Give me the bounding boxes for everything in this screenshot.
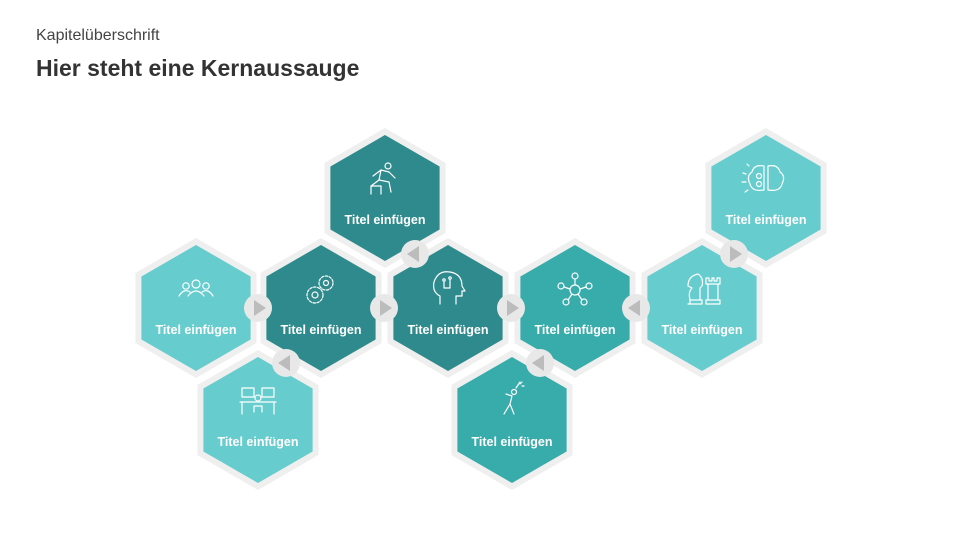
triangle-right-icon	[507, 300, 519, 316]
triangle-right-icon	[730, 246, 742, 262]
hexagon-title[interactable]: Titel einfügen	[344, 213, 425, 227]
arrow-connector-right	[244, 294, 272, 322]
triangle-right-icon	[380, 300, 392, 316]
triangle-left-icon	[278, 355, 290, 371]
ai-head-icon	[433, 271, 466, 305]
hexagon-fill	[141, 245, 251, 371]
gears-icon	[306, 275, 334, 304]
hurdle-runner-icon	[370, 162, 396, 195]
hexagon-workstation[interactable]: Titel einfügen	[197, 350, 319, 490]
hexagon-fill	[647, 245, 757, 371]
page-title: Hier steht eine Kernaussauge	[36, 55, 360, 81]
triangle-left-icon	[407, 246, 419, 262]
arrow-connector-right	[497, 294, 525, 322]
hexagon-fill	[266, 245, 376, 371]
triangle-left-icon	[628, 300, 640, 316]
hexagon-gears[interactable]: Titel einfügen	[260, 238, 382, 378]
hexagon-fill	[330, 135, 440, 261]
network-icon	[557, 272, 593, 306]
hexagon-title[interactable]: Titel einfügen	[407, 323, 488, 337]
reaching-person-icon	[503, 381, 525, 415]
arrow-connector-left	[401, 240, 429, 268]
chapter-heading: Kapitelüberschrift	[36, 27, 160, 44]
hexagon-fill	[203, 357, 313, 483]
hexagon-chess[interactable]: Titel einfügen	[641, 238, 763, 378]
hexagon-title[interactable]: Titel einfügen	[725, 213, 806, 227]
workstation-icon	[239, 387, 277, 415]
arrow-connector-left	[526, 349, 554, 377]
hexagon-fill	[393, 245, 503, 371]
triangle-left-icon	[532, 355, 544, 371]
hexagon-title[interactable]: Titel einfügen	[280, 323, 361, 337]
arrow-connector-right	[720, 240, 748, 268]
chess-icon	[687, 273, 721, 305]
arrow-connector-right	[370, 294, 398, 322]
hexagon-hurdle[interactable]: Titel einfügen	[324, 128, 446, 268]
hexagon-reach[interactable]: Titel einfügen	[451, 350, 573, 490]
hexagon-title[interactable]: Titel einfügen	[217, 435, 298, 449]
hexagon-title[interactable]: Titel einfügen	[471, 435, 552, 449]
arrow-connector-left	[622, 294, 650, 322]
hexagon-brain[interactable]: Titel einfügen	[705, 128, 827, 268]
hexagon-fill	[457, 357, 567, 483]
hexagon-title[interactable]: Titel einfügen	[661, 323, 742, 337]
arrow-connector-left	[272, 349, 300, 377]
brain-icon	[741, 163, 785, 193]
hexagon-title[interactable]: Titel einfügen	[534, 323, 615, 337]
team-icon	[178, 279, 214, 297]
hexagon-head[interactable]: Titel einfügen	[387, 238, 509, 378]
hexagon-fill	[711, 135, 821, 261]
hexagon-team[interactable]: Titel einfügen	[135, 238, 257, 378]
hexagon-fill	[520, 245, 630, 371]
hexagon-title[interactable]: Titel einfügen	[155, 323, 236, 337]
hexagon-network[interactable]: Titel einfügen	[514, 238, 636, 378]
triangle-right-icon	[254, 300, 266, 316]
